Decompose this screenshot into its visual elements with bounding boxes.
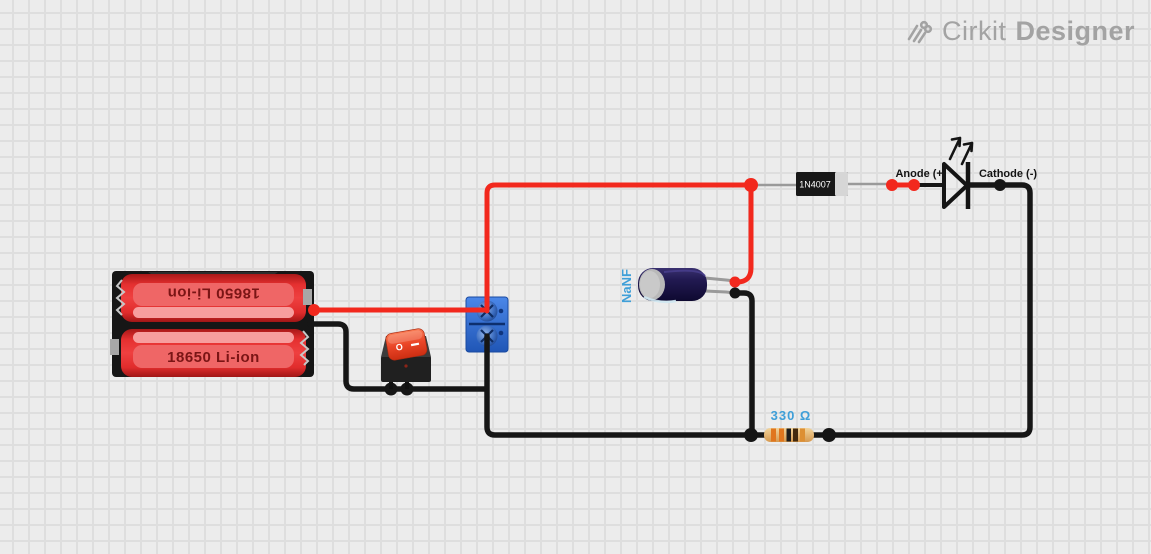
switch-pin <box>405 381 409 389</box>
junction-dot-resistor-left[interactable] <box>744 428 758 442</box>
capacitor-glint <box>643 295 677 304</box>
battery-contact-plate <box>110 339 119 355</box>
battery-cell-top-label: 18650 Li-ion <box>167 285 260 302</box>
led[interactable]: Anode (+) Cathode (-) <box>895 136 1037 209</box>
led-anode-label: Anode (+) <box>895 168 946 180</box>
wire-battery-neg-to-switch[interactable] <box>307 321 489 392</box>
resistor-band <box>771 428 776 442</box>
battery-cell-top: 18650 Li-ion <box>121 274 306 322</box>
electrolytic-capacitor[interactable]: NaNF <box>619 268 707 304</box>
capacitor-sheen <box>663 269 706 277</box>
brand-bold: Designer <box>1015 15 1135 46</box>
switch-indicator-dot <box>404 364 408 368</box>
capacitor-pos-pin[interactable] <box>729 276 741 288</box>
cirkit-designer-logo: Cirkit Designer <box>905 16 1135 46</box>
diode-label: 1N4007 <box>799 180 831 190</box>
wire-led-cathode-return[interactable] <box>826 182 1033 438</box>
battery-cell-bottom-label: 18650 Li-ion <box>167 349 260 366</box>
resistor-band <box>779 428 784 442</box>
wire-junction-to-capacitor[interactable] <box>732 185 754 285</box>
led-cathode-pin[interactable] <box>994 179 1006 191</box>
capacitor-label: NaNF <box>619 269 634 303</box>
led-anode-pin[interactable] <box>908 179 920 191</box>
junction-dot-resistor-right[interactable] <box>822 428 836 442</box>
resistor-band <box>800 428 805 442</box>
resistor-band <box>793 428 798 442</box>
battery-spring-icon <box>115 279 126 316</box>
led-cathode-label: Cathode (-) <box>979 168 1037 180</box>
terminal-hole <box>498 308 504 314</box>
junction-dot-red[interactable] <box>744 178 758 192</box>
diode-cathode-band <box>835 172 848 196</box>
terminal-hole <box>498 330 504 336</box>
switch-rocker[interactable]: O <box>385 328 428 361</box>
wire-terminal-to-ground-rail[interactable] <box>484 333 754 438</box>
resistor-label: 330 Ω <box>771 408 812 423</box>
switch-marking-off-icon <box>410 342 420 347</box>
battery-holder-18650[interactable]: 18650 Li-ion 18650 Li-ion <box>110 271 314 377</box>
battery-contact-plate <box>303 289 312 305</box>
capacitor-neg-pin[interactable] <box>729 287 741 299</box>
led-arrows-icon <box>948 136 974 166</box>
capacitor-end-cap-highlight <box>640 271 660 298</box>
diode-cathode-pin[interactable] <box>886 179 898 191</box>
battery-cell-bottom: 18650 Li-ion <box>121 329 306 377</box>
battery-spring-icon <box>299 330 310 366</box>
diode-1n4007[interactable]: 1N4007 <box>796 172 848 196</box>
switch-base <box>381 356 431 382</box>
wire-terminal-to-diode[interactable] <box>484 182 754 314</box>
rocker-switch[interactable]: O <box>381 328 431 389</box>
led-triangle-icon <box>942 162 969 209</box>
resistor-330[interactable]: 330 Ω <box>764 408 814 442</box>
battery-positive-terminal[interactable] <box>308 304 320 316</box>
switch-marking-on: O <box>395 342 404 353</box>
brand-light: Cirkit <box>941 15 1007 46</box>
circuit-traces-icon <box>907 20 933 44</box>
wire-capacitor-neg[interactable] <box>732 290 755 435</box>
resistor-band <box>786 428 791 442</box>
switch-pin <box>389 381 393 389</box>
